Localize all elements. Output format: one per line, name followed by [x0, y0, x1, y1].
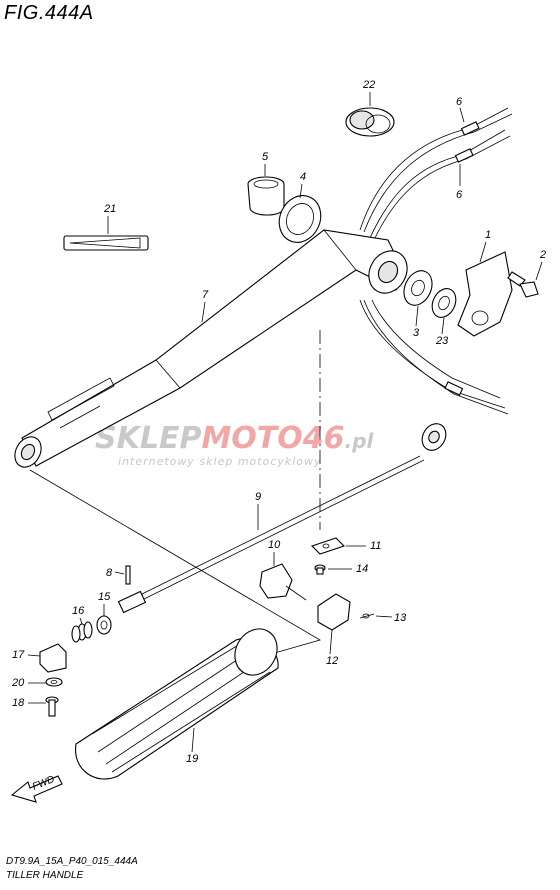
callout-14: 14: [356, 563, 368, 575]
stopper-part-10: [259, 563, 307, 601]
callout-9: 9: [255, 491, 261, 503]
bushing-part-5: [247, 176, 285, 216]
callout-8: 8: [106, 567, 113, 579]
callout-16: 16: [72, 605, 85, 617]
figure-title: FIG.444A: [4, 2, 94, 24]
bolt-part-2: [507, 271, 539, 298]
cotter-pin-part-13: [359, 613, 375, 619]
callout-6b: 6: [456, 189, 463, 201]
footer-name: TILLER HANDLE: [6, 870, 84, 881]
watermark-tagline: internetowy sklep motocyklowy: [118, 455, 322, 468]
callout-23: 23: [435, 335, 449, 347]
callout-2: 2: [539, 249, 546, 261]
watermark-prefix: SKLEP: [95, 421, 201, 456]
screw-part-14: [314, 564, 326, 575]
callout-7: 7: [202, 289, 209, 301]
callout-21: 21: [103, 203, 116, 215]
callout-labels: 1 2 3 4 5 6 6 7 8 9 10 11 12 13: [11, 79, 546, 765]
throttle-cables: [359, 107, 513, 415]
callout-22: 22: [362, 79, 375, 91]
bracket-part-1: [457, 251, 513, 337]
grommet-part-22: [345, 107, 395, 137]
washer-part-15: [96, 615, 112, 635]
plate-part-11: [310, 537, 346, 555]
callout-13: 13: [394, 612, 407, 624]
washer-part-20: [45, 677, 63, 687]
callout-6a: 6: [456, 96, 463, 108]
footer-code: DT9.9A_15A_P40_015_444A: [6, 856, 138, 867]
svg-text:SKLEPMOTO46.pl: SKLEPMOTO46.pl: [95, 421, 374, 456]
callout-3: 3: [413, 327, 420, 339]
spring-part-16: [71, 621, 93, 643]
callout-15: 15: [98, 591, 111, 603]
shaft-part-9: [117, 423, 447, 614]
screw-part-18: [45, 696, 59, 717]
clip-part-12: [317, 593, 351, 631]
callout-10: 10: [268, 539, 281, 551]
tiller-arm-part-7: [14, 229, 408, 468]
watermark-middle: MOTO: [201, 421, 302, 456]
callout-5: 5: [262, 151, 269, 163]
watermark-domain: .pl: [345, 429, 375, 453]
callout-18: 18: [12, 697, 25, 709]
callout-19: 19: [186, 753, 198, 765]
watermark-suffix: 46: [302, 421, 345, 456]
callout-12: 12: [326, 655, 338, 667]
callout-11: 11: [370, 540, 381, 552]
washer-part-4: [278, 195, 322, 243]
grip-part-19: [75, 628, 279, 780]
callout-1: 1: [485, 229, 491, 241]
washer-part-23: [431, 288, 457, 318]
callout-17: 17: [12, 649, 25, 661]
callout-4: 4: [300, 171, 306, 183]
forward-direction-arrow: FWD: [10, 774, 63, 803]
holder-part-17: [39, 643, 67, 673]
label-part-21: [63, 235, 149, 251]
callout-20: 20: [11, 677, 25, 689]
washer-part-3: [403, 270, 433, 306]
pin-part-8: [125, 565, 131, 585]
watermark: SKLEPMOTO46.pl internetowy sklep motocyk…: [95, 421, 374, 468]
